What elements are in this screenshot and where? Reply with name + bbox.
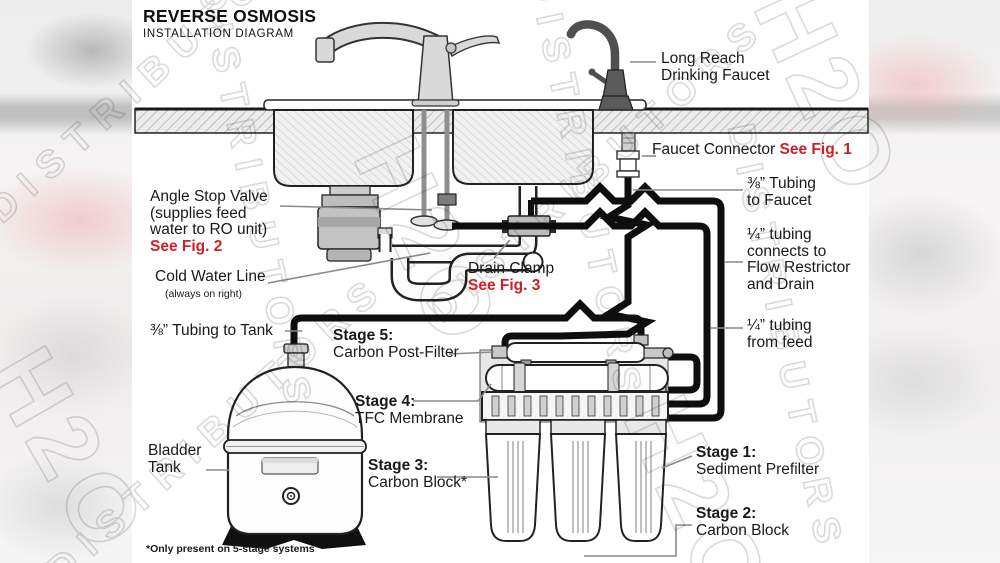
label-stage2: Stage 2:Carbon Block [696, 505, 790, 539]
label-tubing-to-faucet: ⅜” Tubing to Faucet [747, 175, 816, 209]
stage1-head: Stage 1: [696, 444, 757, 461]
drain-clamp-text: Drain Clamp [468, 260, 555, 277]
label-tubing-to-tank: ⅜” Tubing to Tank [150, 322, 273, 339]
angle-stop-text: Angle Stop Valve (supplies feed water to… [150, 188, 268, 238]
label-angle-stop-valve: Angle Stop Valve (supplies feed water to… [150, 188, 268, 255]
label-bladder-tank: Bladder Tank [148, 442, 202, 476]
label-stage3: Stage 3:Carbon Block* [368, 457, 468, 491]
bladder-tank [222, 343, 367, 549]
angle-stop-valve [437, 193, 457, 206]
blurred-edge-right [868, 0, 1000, 563]
label-stage1: Stage 1:Sediment Prefilter [696, 444, 820, 478]
faucet-connector [616, 132, 640, 178]
stage2-head: Stage 2: [696, 505, 757, 522]
label-cold-water-sub: (always on right) [165, 288, 243, 300]
tube-feed [452, 207, 711, 408]
stage5-head: Stage 5: [333, 327, 394, 344]
leader-lines [206, 61, 743, 557]
drain-pipes [378, 186, 544, 302]
faucet-connector-text: Faucet Connector [652, 141, 776, 158]
label-cold-water-line: Cold Water Line [155, 268, 266, 285]
tube-tank [290, 299, 645, 352]
label-stage5: Stage 5:Carbon Post-Filter [333, 327, 459, 361]
diagram-title: REVERSE OSMOSIS INSTALLATION DIAGRAM [143, 6, 316, 40]
stage3-head: Stage 3: [368, 457, 429, 474]
label-tubing-feed: ¼” tubing from feed [747, 317, 813, 351]
stage1-text: Sediment Prefilter [696, 460, 820, 478]
blurred-edge-left [0, 0, 132, 563]
kitchen-faucet [315, 21, 501, 107]
stage2-text: Carbon Block [696, 521, 790, 539]
label-footnote: *Only present on 5-stage systems [146, 543, 315, 555]
sink-basin-right [452, 109, 594, 185]
faucet-connector-fig-ref: See Fig. 1 [779, 141, 852, 158]
drain-clamp-fig-ref: See Fig. 3 [468, 276, 541, 294]
stage4-text: TFC Membrane [355, 409, 464, 427]
label-faucet-connector: Faucet Connector See Fig. 1 [652, 141, 852, 159]
tube-faucet [501, 175, 657, 350]
angle-stop-fig-ref: See Fig. 2 [150, 237, 223, 255]
title-main: REVERSE OSMOSIS [143, 6, 317, 26]
stage4-head: Stage 4: [355, 393, 416, 410]
tube-postfilter-loop [656, 353, 701, 394]
drinking-faucet [566, 20, 634, 111]
ro-filter-unit [479, 334, 674, 542]
sink-basin-left [273, 109, 414, 187]
stage5-text: Carbon Post-Filter [333, 343, 459, 361]
label-long-reach-drinking-faucet: Long Reach Drinking Faucet [661, 50, 770, 84]
title-sub: INSTALLATION DIAGRAM [143, 28, 294, 40]
label-tubing-drain: ¼” tubing connects to Flow Restrictor an… [747, 226, 851, 293]
stage3-text: Carbon Block* [368, 473, 468, 491]
label-stage4: Stage 4:TFC Membrane [355, 393, 464, 427]
faucet-handle [447, 35, 501, 58]
faucet-spout-head [315, 37, 335, 63]
garbage-disposal [317, 185, 393, 262]
